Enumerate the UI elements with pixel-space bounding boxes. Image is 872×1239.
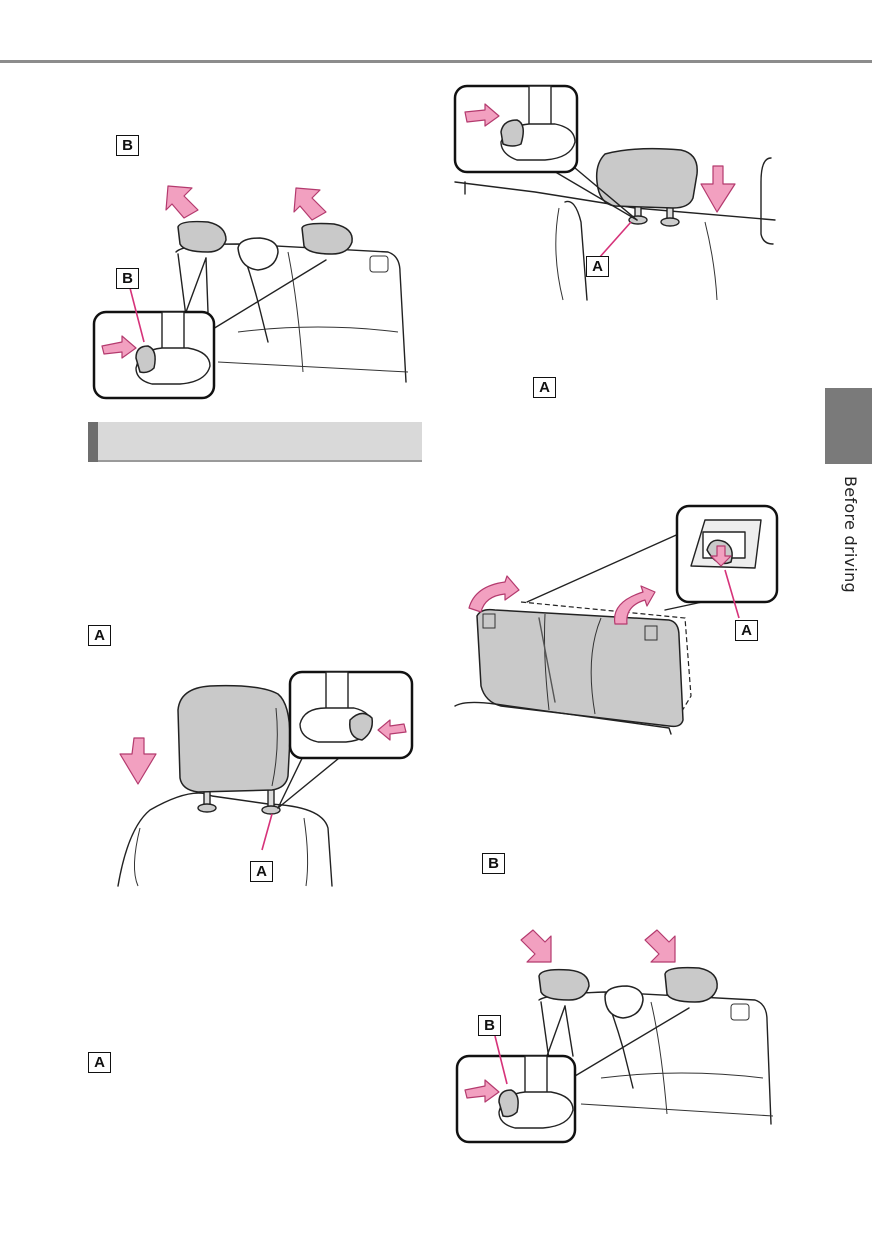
section-heading-accent bbox=[88, 422, 98, 462]
label-b-top: B bbox=[116, 135, 139, 156]
label-b-fig5: B bbox=[478, 1015, 501, 1036]
figure-headrest-install bbox=[453, 84, 776, 301]
figure-rear-headrest-install bbox=[455, 929, 774, 1144]
label-a-left-1: A bbox=[88, 625, 111, 646]
label-a-fig2: A bbox=[586, 256, 609, 277]
label-a-fig4: A bbox=[735, 620, 758, 641]
label-a-left-2: A bbox=[88, 1052, 111, 1073]
label-a-fig3: A bbox=[250, 861, 273, 882]
label-b-right-1: B bbox=[482, 853, 505, 874]
section-heading-bar bbox=[88, 422, 422, 462]
label-b-fig1: B bbox=[116, 268, 139, 289]
figure-front-headrest-lower bbox=[117, 670, 414, 887]
side-tab-label: Before driving bbox=[841, 476, 860, 593]
side-tab bbox=[825, 388, 872, 464]
label-a-right-1: A bbox=[533, 377, 556, 398]
figure-rear-headrest-removal bbox=[92, 185, 409, 400]
top-rule bbox=[0, 60, 872, 63]
figure-seatback-fold bbox=[454, 504, 779, 735]
